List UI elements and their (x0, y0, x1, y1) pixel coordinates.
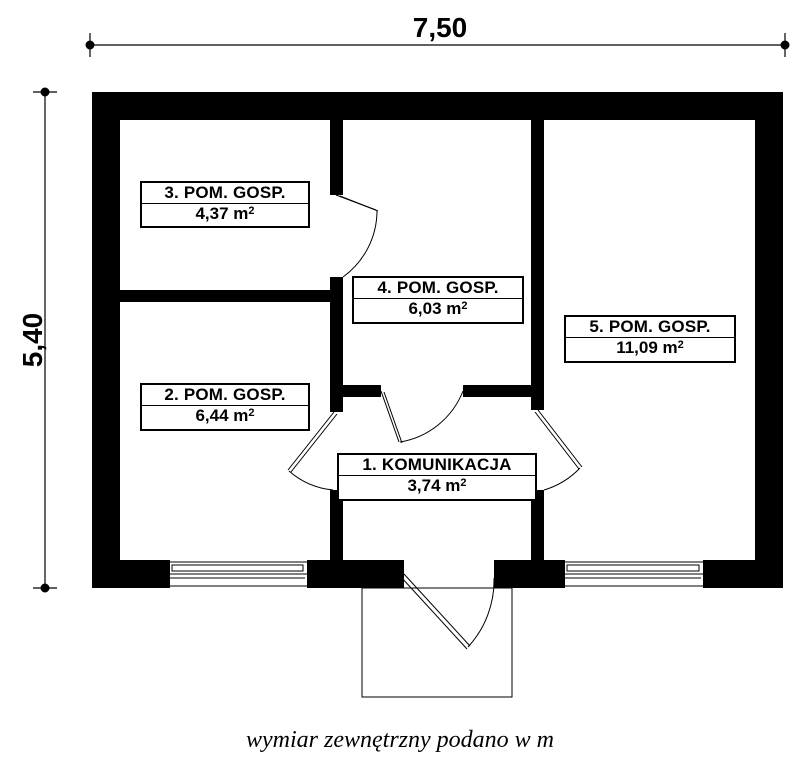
room-label-2: 2. POM. GOSP. 6,44 m2 (140, 383, 310, 431)
room-name: 1. KOMUNIKACJA (339, 455, 535, 476)
width-dimension (85, 33, 790, 57)
room-name: 2. POM. GOSP. (142, 385, 308, 406)
outer-walls (92, 92, 783, 588)
room-name: 5. POM. GOSP. (566, 317, 734, 338)
caption: wymiar zewnętrzny podano w m (246, 727, 554, 753)
entrance-landing (361, 587, 513, 698)
room-area: 11,09 m2 (616, 338, 684, 357)
room-area: 3,74 m2 (407, 476, 467, 495)
door-room-2 (287, 411, 338, 491)
room-label-3: 3. POM. GOSP. 4,37 m2 (140, 181, 310, 228)
interior-walls (120, 120, 544, 560)
room-label-5: 5. POM. GOSP. 11,09 m2 (564, 315, 736, 363)
entrance-door (400, 573, 495, 650)
room-label-4: 4. POM. GOSP. 6,03 m2 (352, 276, 524, 324)
height-dimension (33, 87, 57, 593)
room-name: 4. POM. GOSP. (354, 278, 522, 299)
width-label: 7,50 (412, 12, 468, 43)
window-left (166, 561, 309, 587)
room-area: 4,37 m2 (195, 204, 255, 223)
door-room-3 (335, 194, 379, 278)
room-area: 6,44 m2 (195, 406, 255, 425)
room-label-1: 1. KOMUNIKACJA 3,74 m2 (337, 453, 537, 501)
door-room-5 (534, 409, 583, 491)
room-area: 6,03 m2 (408, 299, 468, 318)
room-name: 3. POM. GOSP. (142, 183, 308, 204)
height-label: 5,40 (17, 312, 48, 368)
door-room-4 (380, 390, 464, 444)
window-right (561, 561, 705, 587)
